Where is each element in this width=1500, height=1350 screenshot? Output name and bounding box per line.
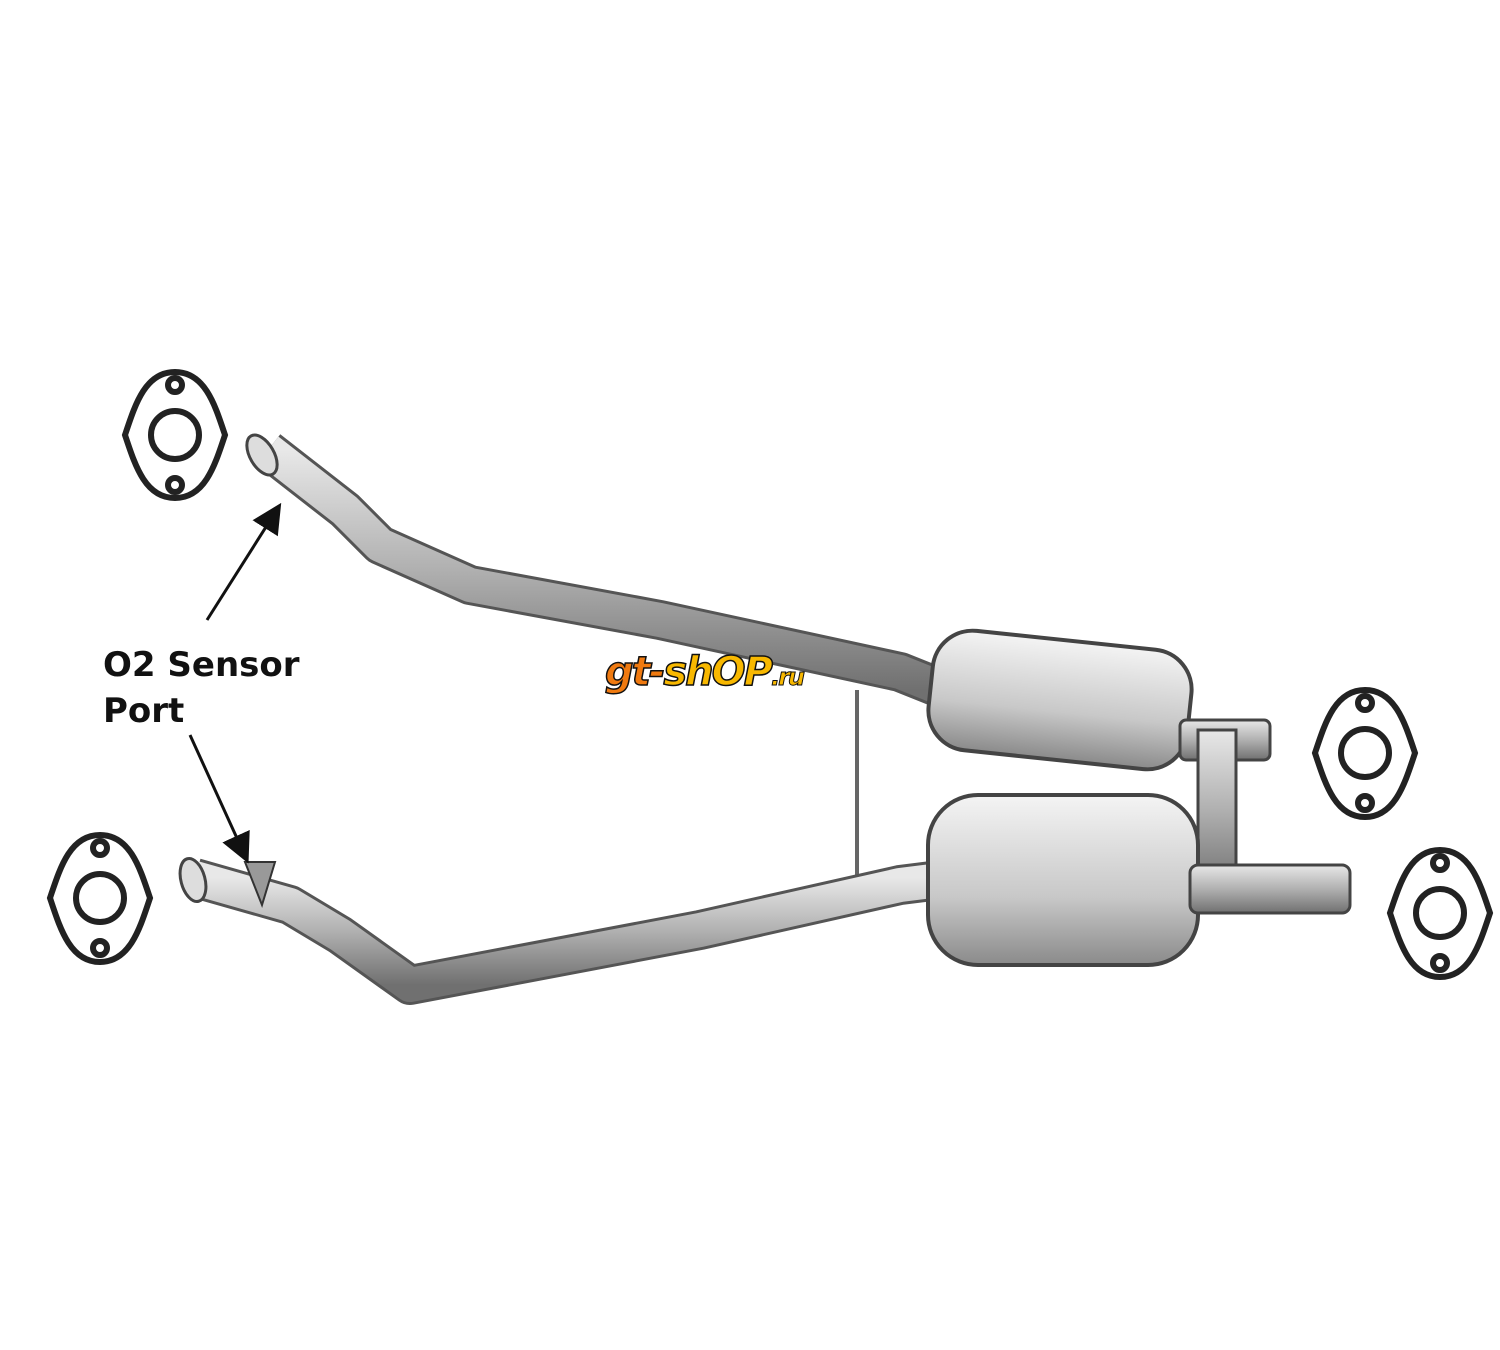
gasket-lower-left: [46, 831, 154, 966]
o2-port-label: Port: [103, 691, 185, 731]
lower-pipe: [178, 857, 943, 1005]
arrow-lower-sensor: [188, 734, 250, 864]
gasket-upper-left: [121, 368, 229, 502]
logo-part1: gt-: [604, 649, 666, 695]
logo-part3: .ru: [770, 663, 805, 691]
o2-sensor-label: O2 Sensor: [103, 645, 300, 685]
gasket-right-upper: [1311, 686, 1419, 821]
gasket-right-lower: [1386, 846, 1494, 981]
crossover-pipe: [1196, 728, 1238, 892]
arrow-upper-sensor: [205, 502, 282, 621]
watermark-logo: gt-shOP.ru: [604, 649, 805, 695]
lower-catalytic-converter: [926, 793, 1352, 967]
logo-part2: shOP: [663, 649, 774, 695]
upper-pipe: [245, 433, 953, 709]
